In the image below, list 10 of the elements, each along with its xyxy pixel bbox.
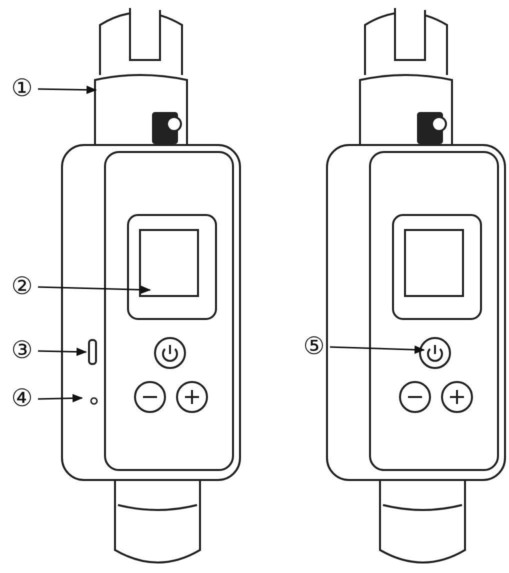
leader-arrow <box>38 286 152 294</box>
leader-arrow <box>38 394 84 402</box>
callout-number: ② <box>8 273 36 299</box>
callout-number: ① <box>8 75 36 101</box>
leader-arrow <box>330 346 426 354</box>
callout-number: ⑤ <box>300 333 328 359</box>
leader-arrow <box>38 348 88 356</box>
callout-number: ③ <box>8 337 36 363</box>
callout-number: ④ <box>8 385 36 411</box>
leader-arrow <box>38 86 98 94</box>
